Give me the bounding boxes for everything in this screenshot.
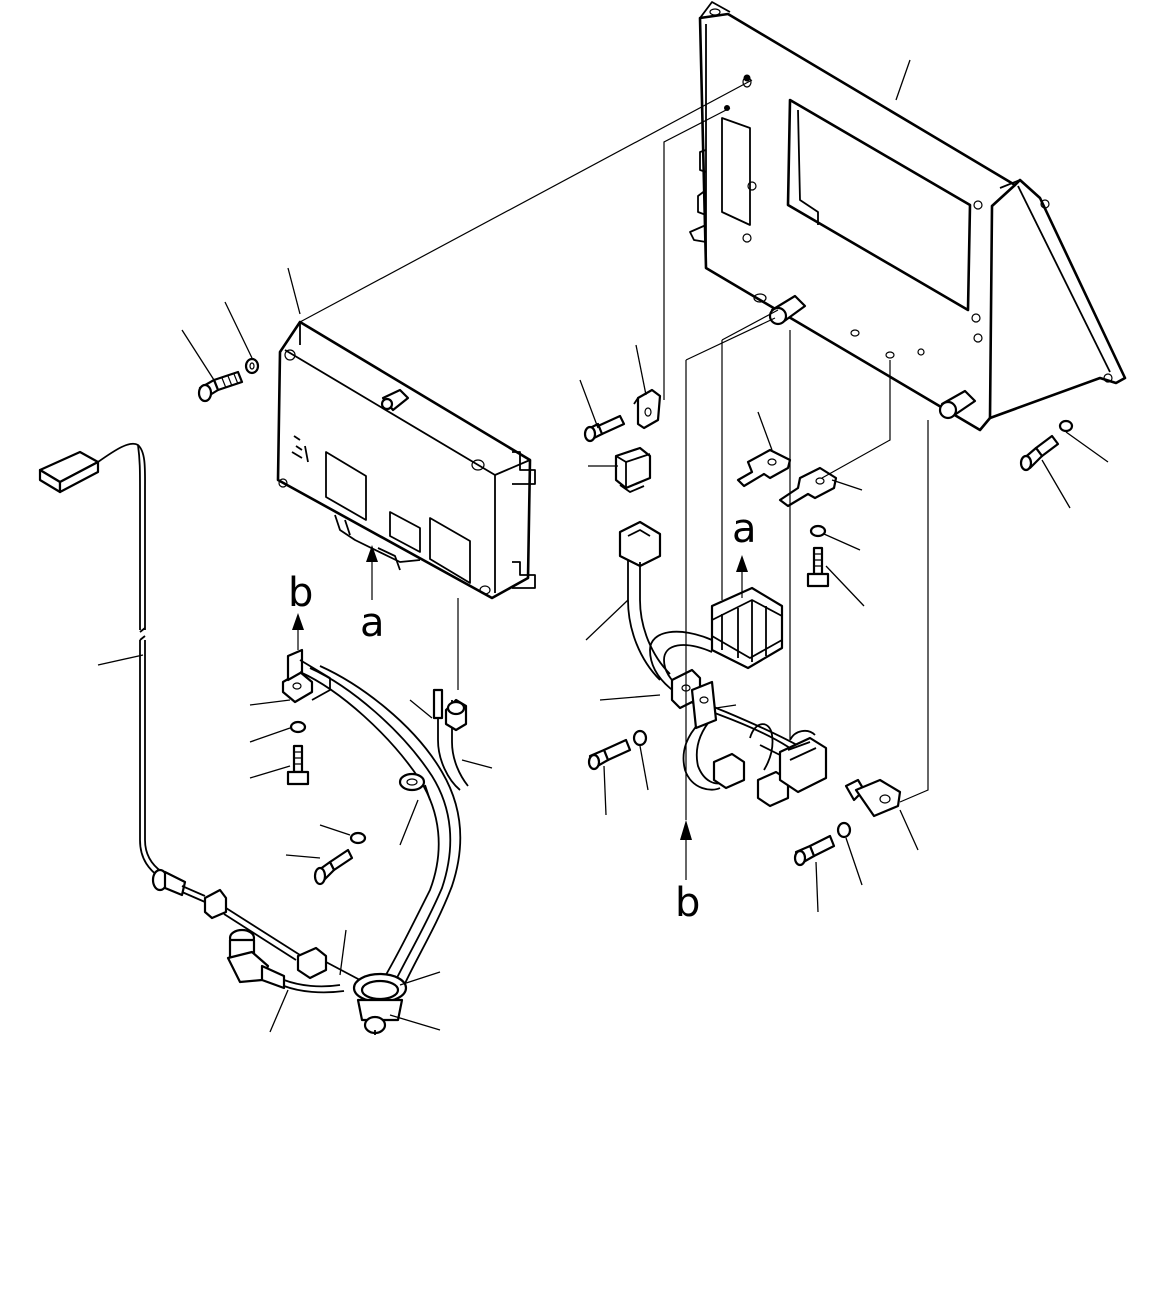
controller-washer xyxy=(244,357,260,375)
bracket-washer-right xyxy=(1058,419,1074,433)
view-arrow-b-harness xyxy=(680,820,692,880)
standoff-right xyxy=(938,389,977,420)
relay-bracket xyxy=(633,388,662,430)
clamp-bolt xyxy=(286,744,310,786)
standoff-left xyxy=(768,294,807,326)
harness-bracket-a xyxy=(736,448,792,488)
view-letter-b-clamp: b xyxy=(288,570,313,616)
ground-washer xyxy=(836,821,852,839)
small-bolt xyxy=(313,848,354,886)
bracket-bolt-right xyxy=(1019,434,1060,472)
bracket-washer xyxy=(809,524,827,538)
small-washer xyxy=(349,831,367,845)
assembly-lines xyxy=(299,79,929,820)
controller-bolt xyxy=(197,370,244,403)
ground-bolt xyxy=(793,834,836,867)
controller-unit xyxy=(276,320,536,600)
view-arrow-a-controller xyxy=(366,545,378,600)
clamp-left xyxy=(281,648,331,704)
ground-terminal xyxy=(844,778,902,818)
view-letter-a-harness: a xyxy=(732,506,757,552)
bracket-bolt xyxy=(806,546,830,588)
view-letter-b-harness: b xyxy=(675,880,700,926)
controller-harness xyxy=(299,665,469,991)
clip-bolt xyxy=(587,738,632,771)
callout-leaders xyxy=(97,59,1109,1033)
view-arrow-a-harness xyxy=(736,555,748,598)
relay xyxy=(614,446,652,493)
harness-bracket-b xyxy=(778,466,838,508)
mounting-bracket xyxy=(689,1,1127,432)
main-harness xyxy=(618,520,828,808)
clip-washer xyxy=(632,729,648,747)
view-arrow-b-clamp xyxy=(292,613,304,650)
clamp-washer xyxy=(289,720,307,734)
relay-bolt xyxy=(583,414,626,443)
sensor-cable xyxy=(38,442,301,961)
view-letter-a-controller: a xyxy=(360,600,385,646)
lower-connector-assembly xyxy=(226,928,408,1035)
